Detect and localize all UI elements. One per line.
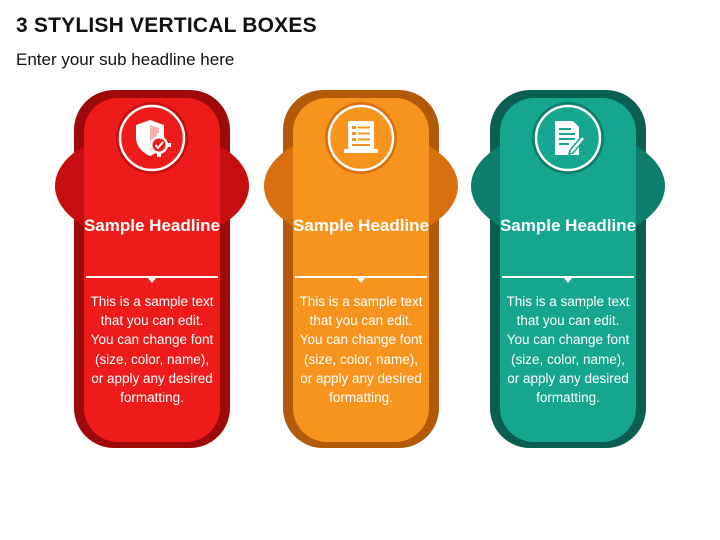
- divider-pointer: [357, 278, 365, 283]
- headline-divider: [502, 276, 634, 278]
- headline-divider: [295, 276, 427, 278]
- box-shape: [264, 90, 458, 448]
- box-headline: Sample Headline: [83, 216, 221, 235]
- box-shape: [471, 90, 665, 448]
- shield-gear-icon: [120, 106, 184, 170]
- box-body-text: This is a sample text that you can edit.…: [506, 294, 630, 406]
- vertical-box-3: Sample Headline This is a sample text th…: [470, 86, 666, 452]
- divider-pointer: [564, 278, 572, 283]
- page-title: 3 STYLISH VERTICAL BOXES: [16, 14, 317, 37]
- divider-pointer: [148, 278, 156, 283]
- page-subtitle: Enter your sub headline here: [16, 50, 235, 69]
- box-body-text: This is a sample text that you can edit.…: [90, 294, 214, 406]
- vertical-box-2: Sample Headline This is a sample text th…: [263, 86, 459, 452]
- checklist-icon: [329, 106, 393, 170]
- box-headline: Sample Headline: [499, 216, 637, 235]
- box-headline: Sample Headline: [292, 216, 430, 235]
- vertical-box-1: Sample Headline This is a sample text th…: [54, 86, 250, 452]
- headline-divider: [86, 276, 218, 278]
- document-edit-icon: [536, 106, 600, 170]
- box-body-text: This is a sample text that you can edit.…: [299, 294, 423, 406]
